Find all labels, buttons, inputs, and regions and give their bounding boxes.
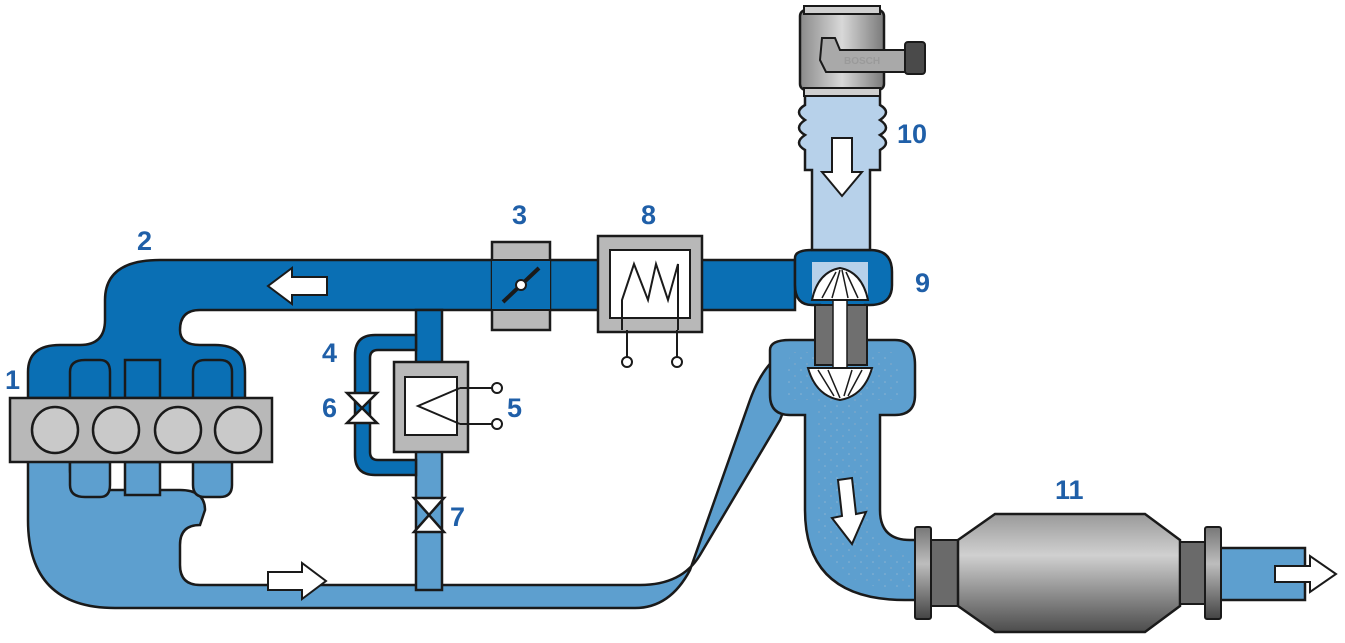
label-egr-valve: 7 [450, 502, 465, 532]
egr-valve [411, 496, 447, 534]
label-intercooler: 8 [641, 200, 656, 230]
flow-arrows [266, 137, 1338, 601]
label-throttle: 3 [512, 200, 527, 230]
turbocharger [806, 266, 874, 402]
label-air-mass-meter: 10 [897, 119, 927, 149]
air-mass-meter: BOSCH [798, 5, 926, 97]
intake-flow-arrow [266, 266, 328, 306]
label-catalytic-converter: 11 [1055, 475, 1084, 505]
turbine-wheel [806, 367, 874, 402]
exhaust-pipes [26, 338, 1307, 610]
bypass-valve [343, 391, 381, 425]
intake-ports [68, 358, 234, 400]
turbo-shaft [832, 299, 848, 373]
label-turbocharger: 9 [915, 268, 930, 298]
intercooler [596, 234, 704, 368]
callout-labels: 1 2 3 4 5 6 7 8 9 10 11 [5, 119, 1084, 532]
catalytic-converter [914, 512, 1222, 634]
engine-block [8, 396, 274, 464]
exhaust-ports [68, 460, 234, 499]
cylinder-3 [153, 405, 203, 455]
sensor-brand: BOSCH [844, 56, 880, 67]
cylinder-2 [91, 405, 141, 455]
label-engine: 1 [5, 365, 20, 395]
egr-cooler [392, 360, 503, 454]
label-egr-line: 4 [322, 338, 337, 368]
throttle-valve [490, 240, 552, 332]
turbine-outlet-dots [785, 352, 910, 590]
tailpipe-arrow [1274, 554, 1338, 594]
egr-bypass-loop [353, 333, 418, 477]
label-bypass-valve: 6 [322, 393, 337, 423]
label-egr-cooler: 5 [507, 393, 522, 423]
fresh-air-arrow [819, 137, 865, 198]
label-intake-manifold: 2 [137, 226, 152, 256]
cylinder-1 [30, 405, 80, 455]
cylinder-4 [213, 405, 263, 455]
exhaust-flow-arrow [267, 561, 328, 601]
turbine-out-arrow [830, 476, 868, 546]
